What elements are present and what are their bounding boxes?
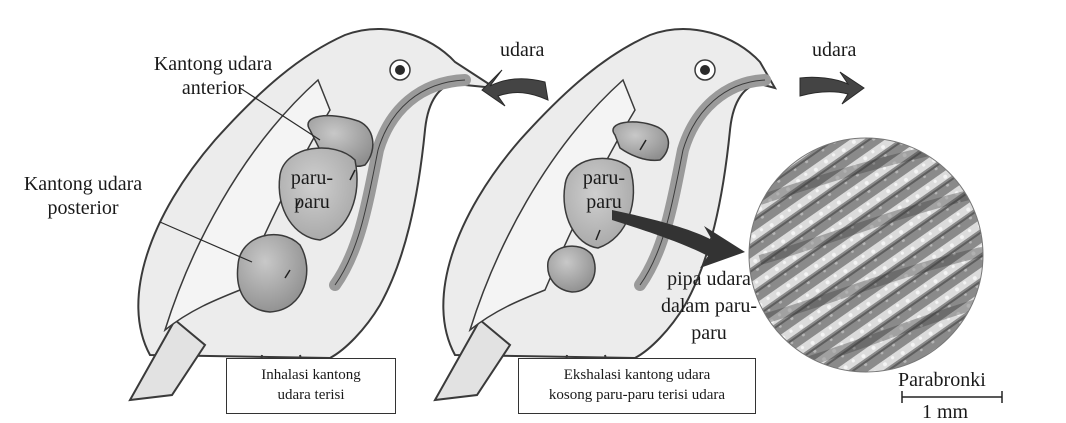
lung-left-label: paru- paru [282,166,342,214]
air-in-arrow-icon [482,70,548,106]
parabronchi-label: Parabronki [898,368,986,392]
exhale-caption: Ekshalasi kantong udara kosong paru-paru… [518,358,756,414]
air-in-label: udara [500,38,544,62]
lung-right-label: paru- paru [574,166,634,214]
posterior-sac-label: Kantong udara posterior [8,172,158,220]
scale-label: 1 mm [922,400,968,423]
inhale-caption: Inhalasi kantong udara terisi [226,358,396,414]
bird-left-eye-icon [390,60,410,80]
anterior-sac-label: Kantong udara anterior [138,52,288,100]
air-out-label: udara [812,38,856,62]
bird-right-eye-icon [695,60,715,80]
air-tube-label: pipa udara dalam paru- paru [644,266,774,347]
bird-left-posterior-sac [237,235,306,312]
parabronchi-micrograph [749,138,990,372]
air-out-arrow-icon [800,72,864,104]
